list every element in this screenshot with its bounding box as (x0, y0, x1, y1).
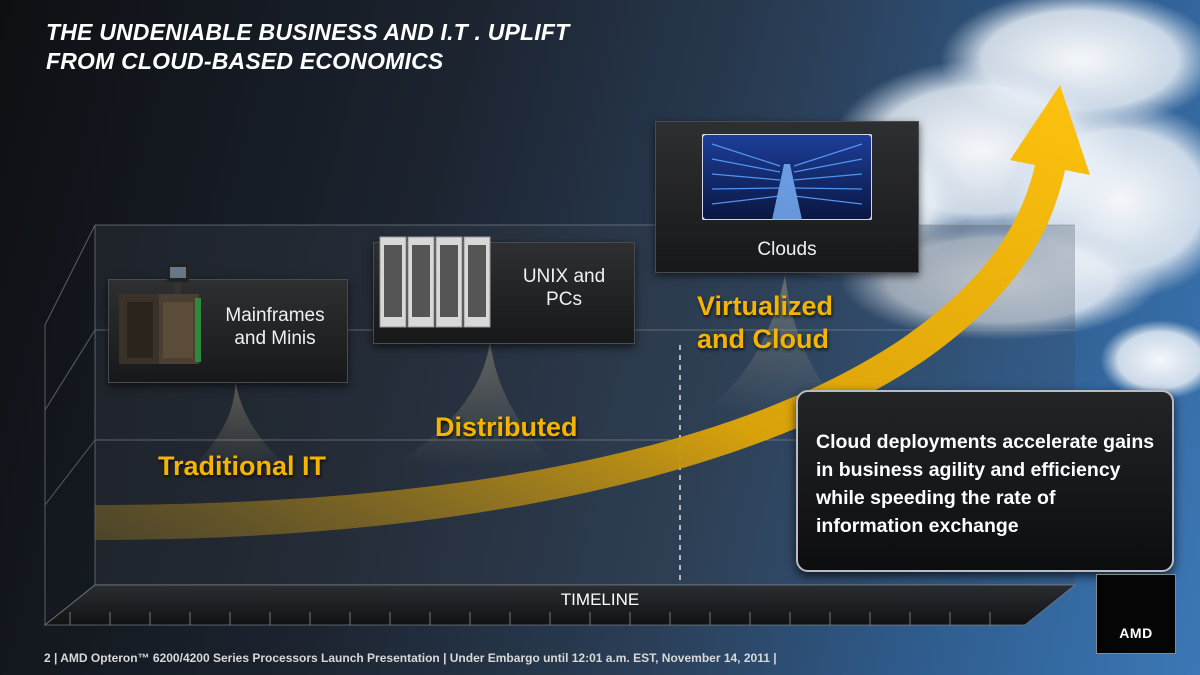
callout-text: Cloud deployments accelerate gains in bu… (816, 431, 1155, 537)
amd-logo: AMD (1096, 574, 1176, 654)
slide-title: THE UNDENIABLE BUSINESS AND I.T . UPLIFT… (46, 18, 569, 76)
callout-box: Cloud deployments accelerate gains in bu… (796, 390, 1174, 572)
timeline-label: TIMELINE (560, 590, 640, 609)
title-line-1: THE UNDENIABLE BUSINESS AND I.T . UPLIFT (46, 19, 570, 45)
card-clouds-label: Clouds (757, 239, 817, 260)
era-virtualized-cloud: Virtualized and Cloud (697, 290, 833, 356)
era-distributed: Distributed (435, 412, 578, 442)
card-mainframes: Mainframes and Minis (108, 264, 348, 383)
card-unix-line-1: UNIX and (522, 266, 606, 287)
server-rack-icon (379, 236, 491, 328)
card-unix-line-2: PCs (546, 289, 582, 310)
mainframe-icon (119, 264, 201, 364)
era-traditional-it: Traditional IT (158, 451, 327, 481)
footer-text: 2 | AMD Opteron™ 6200/4200 Series Proces… (44, 651, 777, 665)
card-clouds: Clouds (655, 121, 919, 273)
amd-logo-text: AMD (1119, 625, 1153, 641)
card-mainframes-label: Mainframes and Minis (209, 304, 341, 350)
era-virtualized-line-1: Virtualized (697, 291, 834, 321)
card-unix: UNIX and PCs (373, 236, 635, 344)
era-virtualized-line-2: and Cloud (697, 324, 829, 354)
card-mainframes-line-1: Mainframes (225, 305, 325, 326)
card-unix-label: UNIX and PCs (502, 265, 626, 311)
title-line-2: FROM CLOUD-BASED ECONOMICS (46, 48, 444, 74)
card-mainframes-line-2: and Minis (234, 328, 316, 349)
datacenter-icon (702, 134, 872, 220)
